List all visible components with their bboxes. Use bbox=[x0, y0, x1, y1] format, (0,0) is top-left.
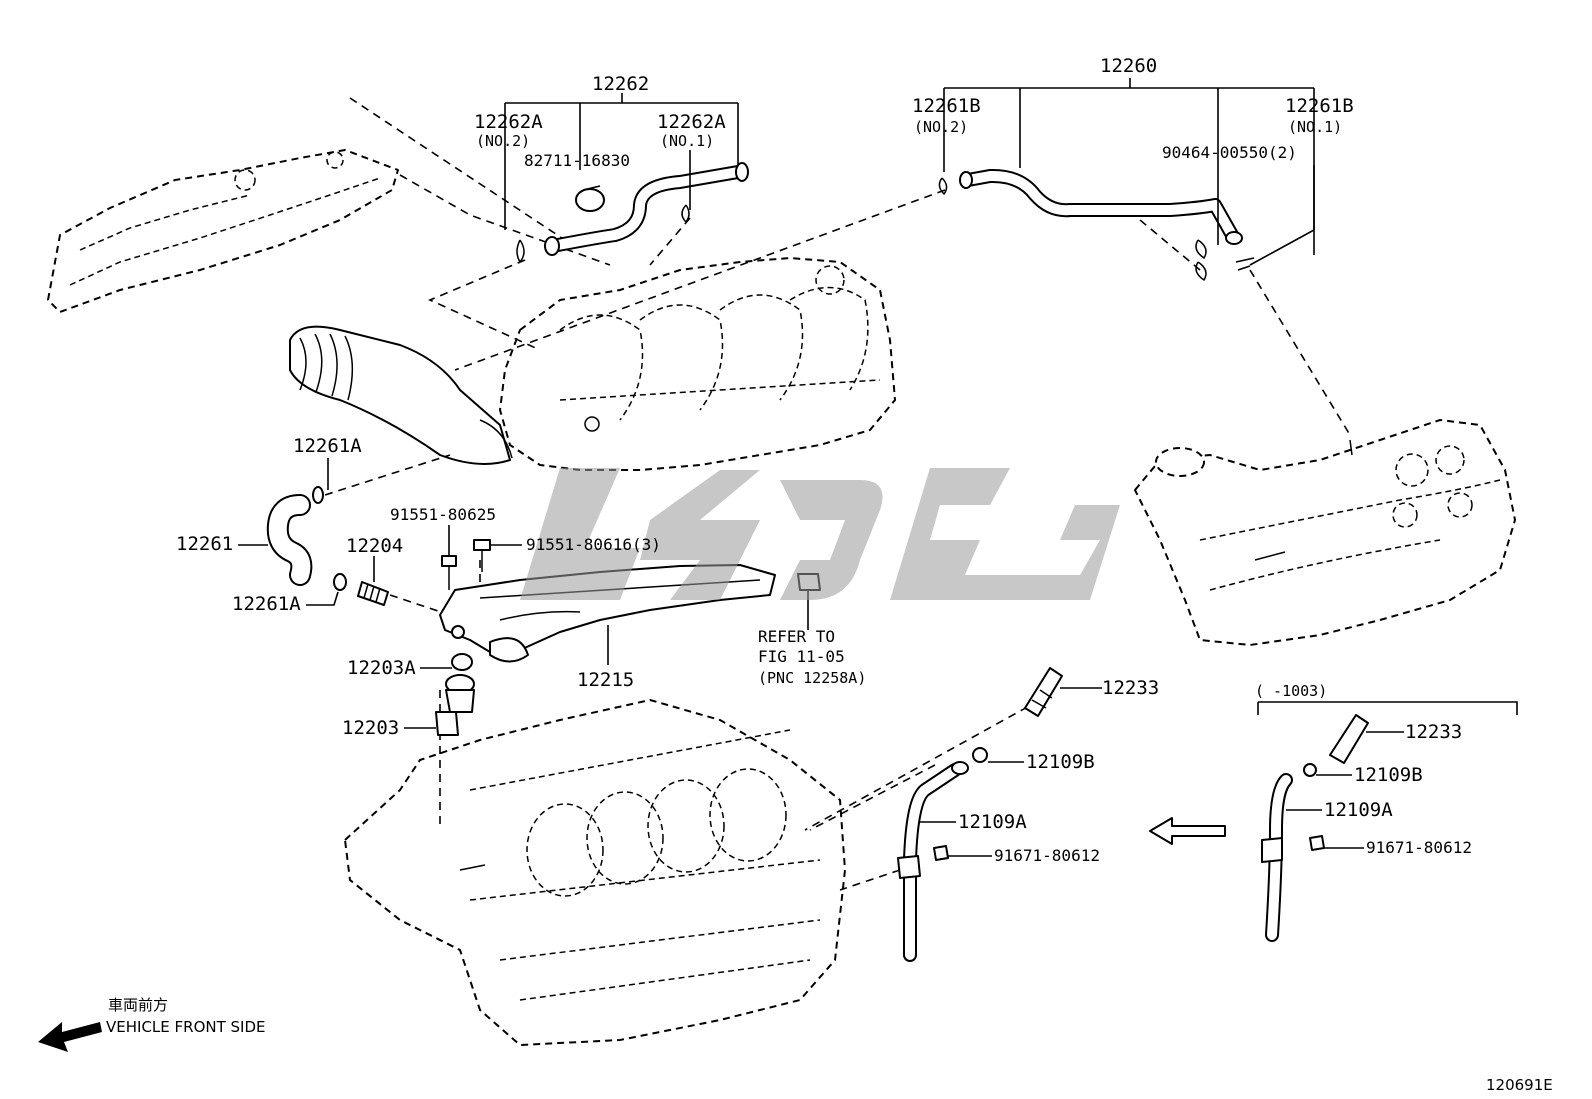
refer-line-3: (PNC 12258A) bbox=[758, 669, 866, 687]
label-90464-00550: 90464-00550(2) bbox=[1162, 143, 1297, 162]
refer-line-2: FIG 11-05 bbox=[758, 647, 845, 666]
cylinder-block bbox=[344, 699, 846, 1046]
labels: 12262 12262A (NO.2) 82711-16830 12262A (… bbox=[106, 55, 1553, 1094]
label-12260: 12260 bbox=[1100, 55, 1157, 77]
label-12109a-variant: 12109A bbox=[1324, 799, 1393, 821]
variant-range: ( -1003) bbox=[1255, 682, 1327, 700]
label-12261: 12261 bbox=[176, 533, 233, 555]
label-12261b-no1-sub: (NO.1) bbox=[1288, 118, 1342, 136]
orientation-english: VEHICLE FRONT SIDE bbox=[106, 1018, 266, 1036]
label-12233-main: 12233 bbox=[1102, 677, 1159, 699]
refer-line-1: REFER TO bbox=[758, 627, 835, 646]
pcv-hose-12262 bbox=[516, 162, 749, 264]
variant-bracket bbox=[1257, 701, 1518, 715]
label-12109b-main: 12109B bbox=[1026, 751, 1095, 773]
orientation-japanese: 車両前方 bbox=[108, 996, 168, 1014]
label-12262a-no1-sub: (NO.1) bbox=[660, 132, 714, 150]
oil-gauge-guide-variant bbox=[1261, 714, 1369, 942]
label-12261a-bottom: 12261A bbox=[232, 593, 301, 615]
label-12203a: 12203A bbox=[347, 657, 416, 679]
label-91551-80616: 91551-80616(3) bbox=[526, 535, 661, 554]
right-valve-cover bbox=[1134, 419, 1516, 646]
hose-12261 bbox=[266, 486, 347, 591]
label-12261a-top: 12261A bbox=[293, 435, 362, 457]
intake-manifold bbox=[289, 257, 896, 471]
label-12261b-no2-sub: (NO.2) bbox=[914, 118, 968, 136]
leader-lines bbox=[238, 78, 1404, 857]
reference-arrow-icon bbox=[1149, 817, 1226, 845]
label-12203: 12203 bbox=[342, 717, 399, 739]
connection-lines bbox=[324, 97, 1351, 891]
label-12109b-variant: 12109B bbox=[1354, 764, 1423, 786]
label-91551-80625: 91551-80625 bbox=[390, 505, 496, 524]
label-12233-variant: 12233 bbox=[1405, 721, 1462, 743]
label-12204: 12204 bbox=[346, 535, 403, 557]
label-12261b-no1: 12261B bbox=[1285, 95, 1354, 117]
label-82711-16830: 82711-16830 bbox=[524, 151, 630, 170]
label-12215: 12215 bbox=[577, 669, 634, 691]
left-valve-cover bbox=[47, 149, 399, 313]
vehicle-front-arrow-icon bbox=[38, 1022, 102, 1052]
label-12262: 12262 bbox=[592, 73, 649, 95]
pcv-valve-group bbox=[357, 581, 475, 736]
figure-code: 120691E bbox=[1486, 1076, 1553, 1094]
label-12262a-no2: 12262A bbox=[474, 111, 543, 133]
label-12261b-no2: 12261B bbox=[912, 95, 981, 117]
label-12109a-main: 12109A bbox=[958, 811, 1027, 833]
oil-gauge-guide-main bbox=[897, 667, 1063, 962]
pcv-hose-12260 bbox=[938, 168, 1255, 282]
label-91671-80612-main: 91671-80612 bbox=[994, 846, 1100, 865]
label-12262a-no2-sub: (NO.2) bbox=[476, 132, 530, 150]
label-91671-80612-variant: 91671-80612 bbox=[1366, 838, 1472, 857]
watermark-logo bbox=[520, 468, 1120, 600]
label-12262a-no1: 12262A bbox=[657, 111, 726, 133]
